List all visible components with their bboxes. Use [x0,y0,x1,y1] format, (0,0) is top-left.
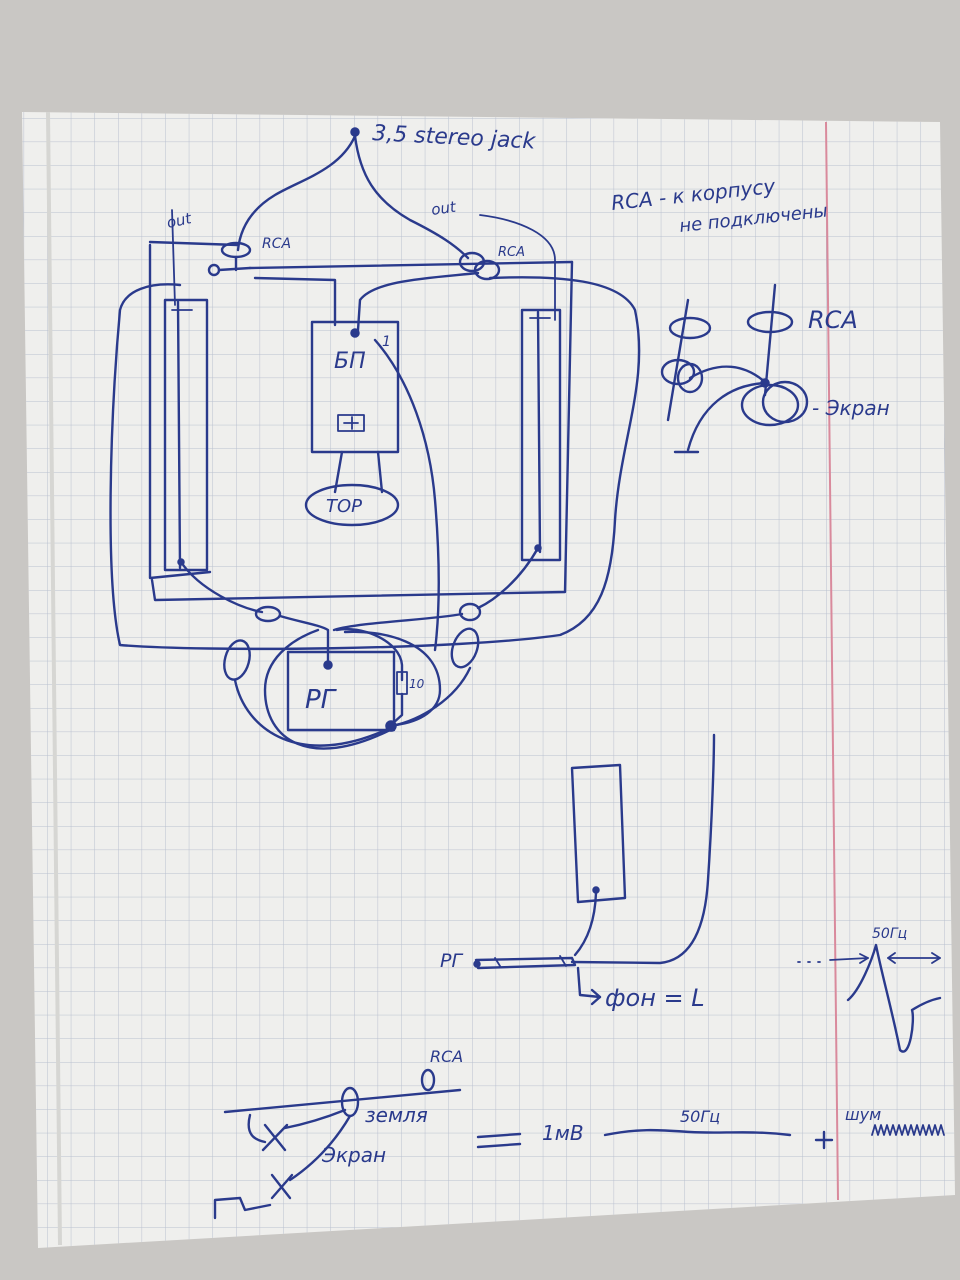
junction-right-lower [450,627,480,669]
pulse-frequency-label: 50Гц [872,926,907,942]
diode-bridge [337,414,365,432]
pulse-sketch [797,943,942,1053]
resistor-label: 10 [409,677,425,691]
out-left-label: out [165,209,194,232]
toroid-transformer [304,483,400,527]
tor-label: TOP [326,496,362,517]
bp-label: БП [334,349,366,374]
rg-noise-diagram [473,733,716,1006]
junction-left-upper [254,605,282,623]
junction-left-lower [223,639,251,681]
rca-right-label: RCA [498,245,525,260]
right-module [520,308,562,562]
rca-left-label: RCA [262,236,291,252]
junction-right-upper [458,602,482,622]
ekran-bottom-label: Экран [321,1143,386,1167]
margin-line [825,121,839,1201]
power-supply-box [310,320,400,454]
binding-edge [46,111,62,1246]
one-millivolt-label: 1мВ [542,1121,584,1145]
out-right-label: out [430,198,458,219]
zemlya-label: земля [365,1103,428,1127]
rca-detail-label: RCA [808,306,858,334]
bottom-formula-diagram [213,1068,945,1220]
fon-label: фон = L [605,984,705,1012]
fifty-hertz-label: 50Гц [680,1107,720,1126]
paper-grid [22,112,955,1248]
rca-detail-diagram [660,283,809,454]
bp-minus-marker: 1 [382,334,391,350]
noise-label: шум [845,1105,881,1124]
rg-box [286,650,396,732]
rg-label: РГ [305,685,338,715]
rca-bottom-label: RCA [430,1047,463,1066]
main-schematic: 1 БП TOP РГ 10 [109,127,641,750]
ekran-detail-label: - Экран [812,396,890,420]
rg-bottom-label: РГ [440,950,463,972]
